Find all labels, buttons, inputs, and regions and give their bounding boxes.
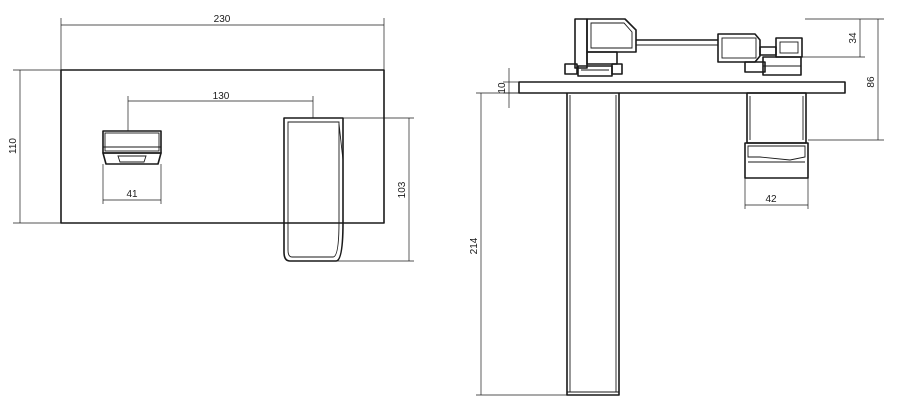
dim-side-spout-drop: 214: [469, 92, 567, 396]
dim-spout-height: 103: [336, 117, 414, 262]
side-view: 34 86 10 214 42: [469, 18, 884, 396]
dim-label-plate-width: 230: [214, 14, 231, 25]
dim-side-overall-height: 86: [808, 18, 884, 141]
dim-label-spout-to-handle: 130: [213, 91, 230, 102]
side-wall-plate: [518, 81, 846, 94]
dim-label-handle-width: 41: [126, 189, 138, 200]
dim-label-side-top-height: 34: [848, 32, 859, 44]
dim-label-side-handle-width: 42: [765, 194, 777, 205]
side-handle-cartridge: [744, 92, 809, 179]
dim-plate-height: 110: [8, 69, 61, 224]
dim-side-handle-width: 42: [744, 178, 809, 209]
front-handle: [102, 130, 162, 165]
dim-plate-width: 230: [60, 14, 385, 70]
dim-handle-to-spout: 130: [127, 91, 314, 131]
front-view: 230 110 130 41 103: [8, 14, 414, 262]
dim-label-spout-height: 103: [397, 181, 408, 198]
dim-plate-thickness: 10: [497, 68, 519, 108]
dim-label-plate-height: 110: [8, 138, 19, 154]
side-spout-body: [566, 93, 620, 396]
dim-side-top-height: 34: [802, 18, 865, 58]
dim-label-plate-thickness: 10: [497, 82, 508, 94]
dim-handle-width: 41: [102, 164, 162, 204]
dim-label-side-overall-height: 86: [866, 76, 877, 88]
front-spout: [283, 117, 344, 262]
side-top-assembly: [564, 18, 803, 77]
dim-label-side-spout-drop: 214: [469, 237, 480, 254]
front-wall-plate: [60, 69, 385, 224]
